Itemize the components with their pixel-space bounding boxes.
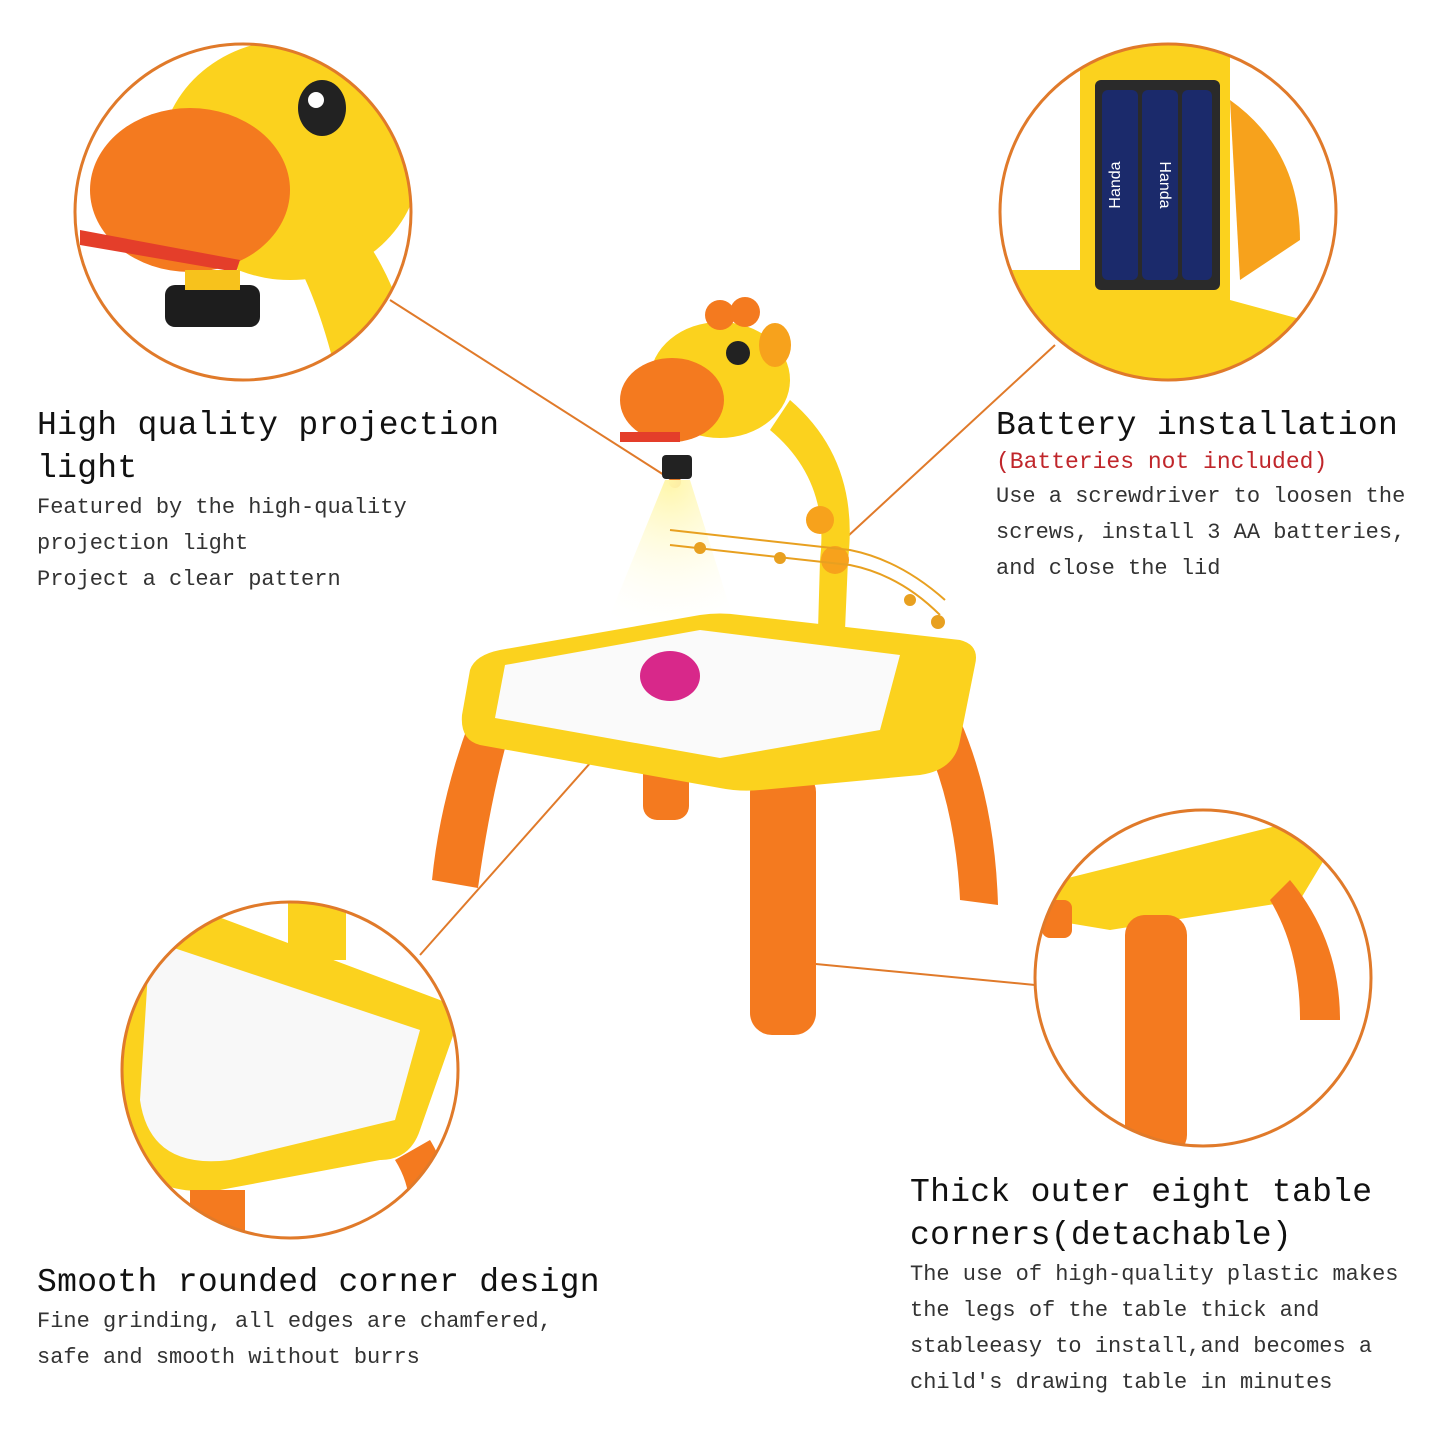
battery-brand-label: Handa [1156, 161, 1173, 208]
closeup-battery-compartment: Handa Handa [1000, 44, 1336, 380]
closeup-projector-head [75, 44, 411, 380]
music-notes-decoration [669, 529, 946, 629]
battery-brand-label: Handa [1107, 161, 1124, 208]
feature-rounded-corner: Smooth rounded corner design Fine grindi… [37, 1261, 600, 1376]
batteries-note: (Batteries not included) [996, 449, 1328, 475]
feature-text: safe and smooth without burrs [37, 1345, 420, 1370]
feature-text: Use a screwdriver to loosen the [996, 484, 1406, 509]
connector-line-projection [389, 299, 676, 483]
feature-text: stableeasy to install,and becomes a [910, 1334, 1373, 1359]
main-product [432, 297, 998, 1035]
feature-title: Smooth rounded corner design [37, 1264, 600, 1301]
feature-title: Battery installation [996, 407, 1399, 444]
feature-title: High quality projection [37, 407, 500, 444]
closeup-circle-legs [1033, 808, 1373, 1148]
feature-text: Featured by the high-quality [37, 495, 407, 520]
feature-title: corners(detachable) [910, 1217, 1292, 1254]
feature-table-legs: Thick outer eight table corners(detachab… [910, 1171, 1398, 1401]
feature-text: Project a clear pattern [37, 567, 341, 592]
feature-title: Thick outer eight table [910, 1174, 1373, 1211]
feature-text: The use of high-quality plastic makes [910, 1262, 1399, 1287]
feature-title: light [37, 450, 138, 487]
monkey-projection [640, 651, 700, 701]
connector-line-corner [419, 734, 616, 956]
feature-text: and close the lid [996, 556, 1221, 581]
feature-text: the legs of the table thick and [910, 1298, 1320, 1323]
connector-line-battery [834, 344, 1056, 549]
feature-text: projection light [37, 531, 249, 556]
feature-text: Fine grinding, all edges are chamfered, [37, 1309, 552, 1334]
feature-text: child's drawing table in minutes [910, 1370, 1333, 1395]
feature-text: screws, install 3 AA batteries, [996, 520, 1406, 545]
closeup-circle-projection [73, 42, 413, 382]
closeup-rounded-corner [122, 902, 458, 1238]
feature-battery: Battery installation (Batteries not incl… [996, 404, 1405, 587]
feature-projection: High quality projection light Featured b… [37, 404, 499, 598]
closeup-table-legs [1035, 810, 1371, 1146]
connector-line-legs [794, 961, 1036, 986]
closeup-circle-battery [998, 42, 1338, 382]
closeup-circle-corner [120, 900, 460, 1240]
projection-beam [600, 480, 740, 640]
